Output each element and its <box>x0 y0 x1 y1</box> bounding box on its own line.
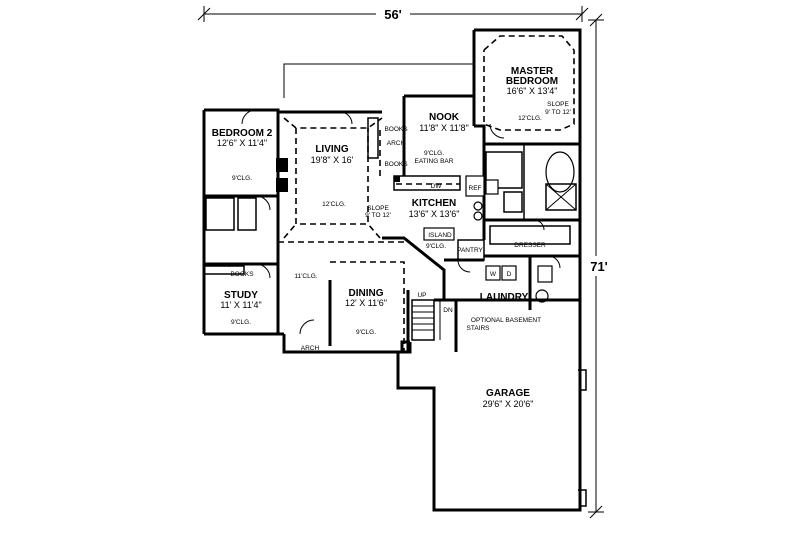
master-size: 16'6" X 13'4" <box>507 86 558 96</box>
study-books-label: BOOKS <box>230 271 254 278</box>
living-ceiling: 12'CLG. <box>322 201 346 208</box>
overall-depth-dimension: 71' <box>585 13 615 519</box>
interior-walls <box>203 112 580 352</box>
foyer-ceiling: 11'CLG. <box>294 273 317 280</box>
master-slope-range: 9' TO 12' <box>545 109 571 116</box>
study-ceiling: 9'CLG. <box>231 319 251 326</box>
nook-label: NOOK <box>429 112 460 123</box>
living-slope-range: 9' TO 12' <box>365 212 391 219</box>
nook-ceiling: 9'CLG. <box>424 150 444 157</box>
study-label: STUDY <box>224 290 258 301</box>
basement-note-1: OPTIONAL BASEMENT <box>471 317 541 324</box>
room-study: BOOKS STUDY 11' X 11'4" 9'CLG. <box>220 271 261 326</box>
overall-width-dimension: 56' <box>197 4 589 22</box>
dining-size: 12' X 11'6" <box>345 298 387 308</box>
room-dining: 11'CLG. DINING 12' X 11'6" 9'CLG. <box>294 273 387 336</box>
kitchen-ceiling: 9'CLG. <box>426 243 446 250</box>
room-living: LIVING 19'8" X 16' 12'CLG. SLOPE 9' TO 1… <box>311 144 391 219</box>
basement-note-2: STAIRS <box>467 325 491 332</box>
dresser-label: DRESSER <box>514 242 546 249</box>
island-label: ISLAND <box>428 232 452 239</box>
room-nook: NOOK 11'8" X 11'8" 9'CLG. EATING BAR <box>415 112 469 165</box>
ceiling-lines <box>278 35 575 352</box>
dryer-label: D <box>507 271 512 278</box>
master-slope: SLOPE <box>547 101 569 108</box>
books-label-upper: BOOKS <box>384 126 408 133</box>
master-label-1: MASTER <box>511 66 554 77</box>
arch-label-lower: ARCH <box>301 345 320 352</box>
washer-label: W <box>490 271 497 278</box>
refrigerator-label: REF <box>469 185 482 192</box>
master-label-2: BEDROOM <box>506 76 558 87</box>
stairs-down-label: DN <box>443 307 453 314</box>
kitchen-size: 13'6" X 13'6" <box>409 209 460 219</box>
living-label: LIVING <box>315 144 349 155</box>
garage-size: 29'6" X 20'6" <box>483 399 534 409</box>
stairs-up-label: UP <box>417 292 426 299</box>
bedroom2-label: BEDROOM 2 <box>212 128 273 139</box>
dining-ceiling: 9'CLG. <box>356 329 376 336</box>
room-kitchen: DW REF KITCHEN 13'6" X 13'6" ISLAND 9'CL… <box>409 183 484 254</box>
laundry-label: LAUNDRY <box>480 292 529 303</box>
garage-label: GARAGE <box>486 388 530 399</box>
room-laundry: W D LAUNDRY <box>480 271 529 303</box>
room-garage: GARAGE 29'6" X 20'6" <box>483 388 534 409</box>
width-label: 56' <box>384 7 402 22</box>
nook-size: 11'8" X 11'8" <box>419 123 469 133</box>
plan-notes: BOOKS ARCH BOOKS DRESSER UP DN OPTIONAL … <box>301 126 546 352</box>
eating-bar-label: EATING BAR <box>415 158 454 165</box>
depth-label: 71' <box>590 259 608 274</box>
books-label-lower: BOOKS <box>384 161 408 168</box>
door-swings <box>241 109 561 335</box>
living-slope: SLOPE <box>367 205 389 212</box>
study-size: 11' X 11'4" <box>220 300 261 310</box>
bedroom2-size: 12'6" X 11'4" <box>217 138 267 148</box>
living-size: 19'8" X 16' <box>311 155 354 165</box>
arch-label-upper: ARCH <box>387 140 406 147</box>
room-bedroom-2: BEDROOM 2 12'6" X 11'4" 9'CLG. <box>212 128 273 182</box>
kitchen-label: KITCHEN <box>412 198 456 209</box>
master-ceiling: 12'CLG. <box>518 115 542 122</box>
dining-label: DINING <box>349 288 384 299</box>
pantry-label: PANTRY <box>457 247 483 254</box>
room-master-bedroom: MASTER BEDROOM 16'6" X 13'4" 12'CLG. SLO… <box>506 66 571 122</box>
bedroom2-ceiling: 9'CLG. <box>232 175 252 182</box>
dishwasher-label: DW <box>431 183 443 190</box>
